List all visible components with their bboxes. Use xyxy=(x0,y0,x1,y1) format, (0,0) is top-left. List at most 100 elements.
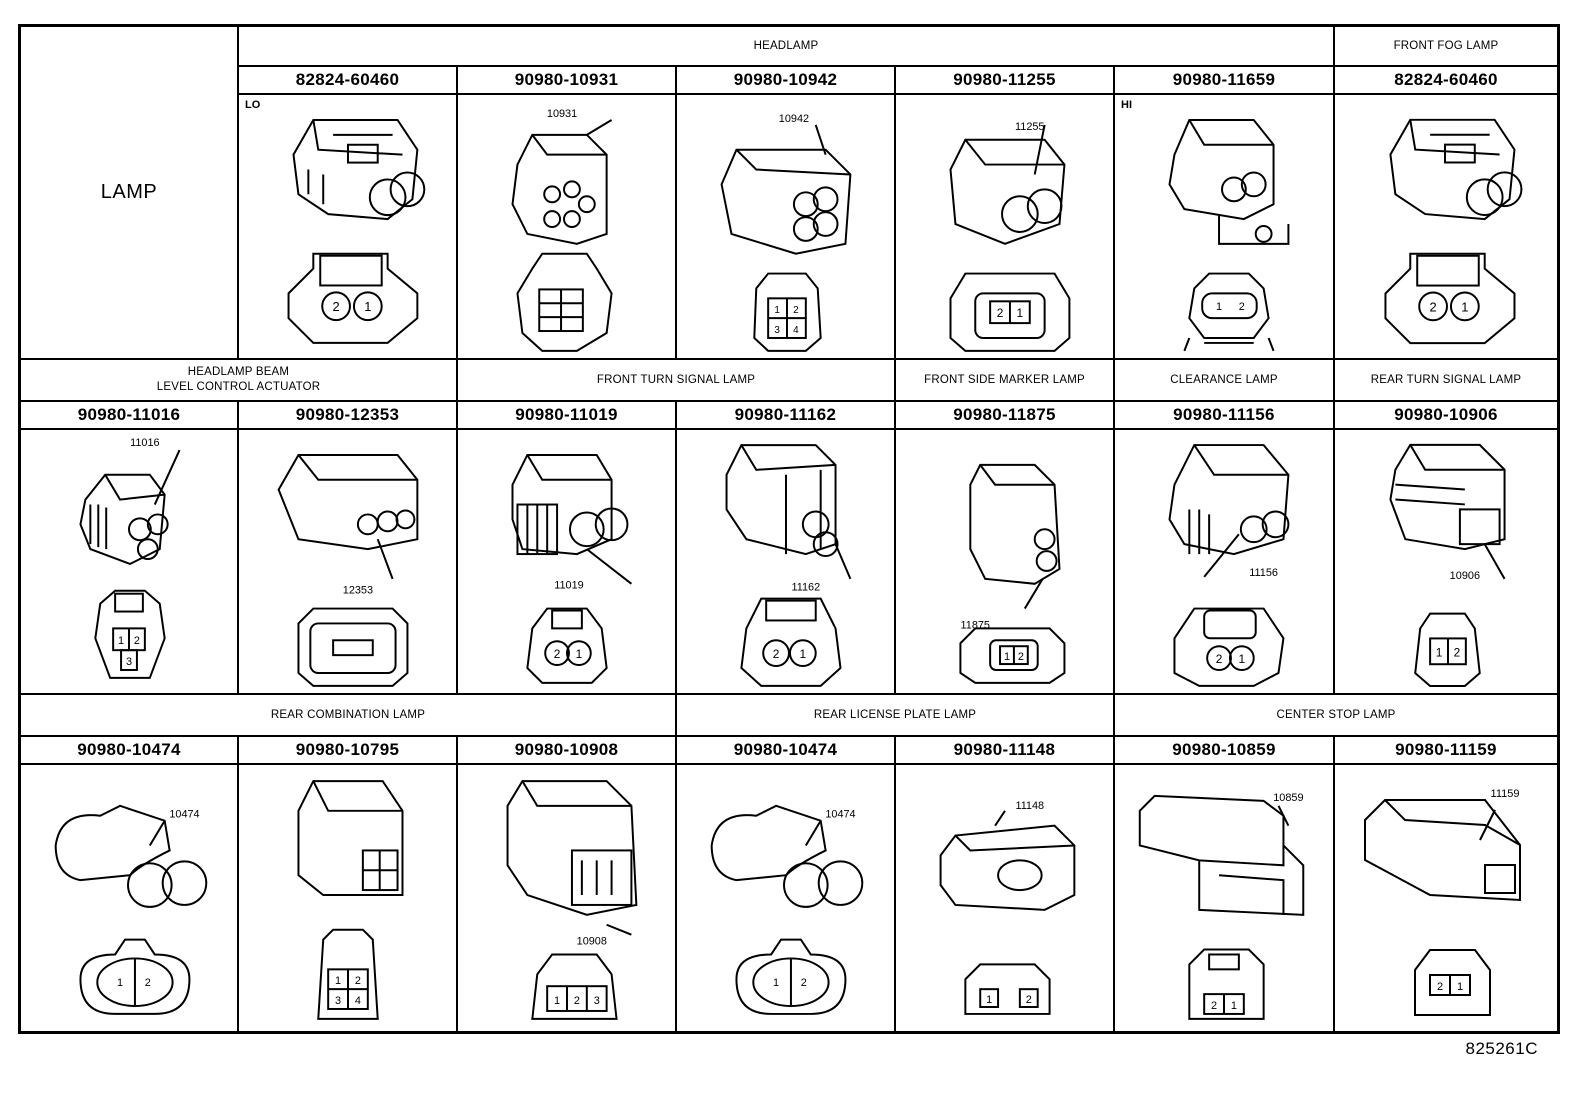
part-number-cell: 90980-11159 xyxy=(1335,737,1557,765)
part-number: 90980-11019 xyxy=(515,405,618,424)
pin-label: 2 xyxy=(1216,652,1223,666)
part-number-cell: 90980-10931 xyxy=(458,67,677,95)
group-rear-license-plate: REAR LICENSE PLATE LAMP xyxy=(677,695,1115,737)
connector-3pin-drawing: 10908 1 2 3 xyxy=(506,780,638,1020)
connector-2pin-drawing: 11019 2 1 xyxy=(511,453,633,684)
group-label: CENTER STOP LAMP xyxy=(1276,708,1396,721)
part-number: 90980-11255 xyxy=(953,70,1056,89)
part-number-cell: 90980-12353 xyxy=(239,402,458,430)
pin-label: 1 xyxy=(1436,645,1443,659)
pin-label: 1 xyxy=(117,977,123,989)
part-number: 90980-10474 xyxy=(77,740,181,759)
connector-illustration: 11016 1 2 3 xyxy=(21,430,239,695)
part-number: 90980-11162 xyxy=(734,405,837,424)
group-clearance: CLEARANCE LAMP xyxy=(1115,360,1335,402)
part-number: 90980-10908 xyxy=(514,740,619,759)
part-number: 82824-60460 xyxy=(295,70,400,89)
part-number-cell: 90980-11875 xyxy=(896,402,1115,430)
connector-2pin-drawing: 11156 2 1 xyxy=(1168,444,1290,687)
part-number: 90980-11016 xyxy=(77,405,181,424)
pin-label: 4 xyxy=(793,325,799,336)
pin-label: 3 xyxy=(774,325,780,336)
connector-illustration: 11875 1 2 xyxy=(896,430,1115,695)
pin-label: 2 xyxy=(333,299,340,314)
part-number-cell: 90980-10859 xyxy=(1115,737,1335,765)
connector-chart: LAMP HEADLAMP FRONT FOG LAMP 82824-60460… xyxy=(18,24,1560,1034)
connector-2pin-drawing: 11255 2 1 xyxy=(949,121,1071,352)
connector-illustration: 10906 1 2 xyxy=(1335,430,1557,695)
part-tag: 10942 xyxy=(779,113,809,125)
pin-label: 2 xyxy=(801,977,807,989)
hi-marker: HI xyxy=(1121,99,1132,111)
part-number: 90980-10859 xyxy=(1172,740,1276,759)
pin-label: 1 xyxy=(1017,306,1024,320)
pin-label: 1 xyxy=(986,994,992,1006)
lamp-title-cell: LAMP xyxy=(21,27,239,360)
connector-illustration: 11019 2 1 xyxy=(458,430,677,695)
group-center-stop: CENTER STOP LAMP xyxy=(1115,695,1557,737)
part-number: 90980-11148 xyxy=(953,740,1056,759)
pin-label: 1 xyxy=(1457,981,1463,993)
pin-label: 3 xyxy=(126,656,132,668)
pin-label: 2 xyxy=(355,975,361,987)
connector-illustration: 1 2 3 4 xyxy=(239,765,458,1031)
part-number: 90980-10942 xyxy=(733,70,838,89)
group-headlamp-label: HEADLAMP xyxy=(753,39,819,52)
connector-4pin-drawing: 10942 1 2 3 4 xyxy=(720,113,852,352)
pin-label: 1 xyxy=(800,647,807,661)
pin-label: 2 xyxy=(1437,981,1443,993)
part-number-cell: 90980-10474 xyxy=(677,737,896,765)
connector-2pin-drawing: 10906 1 2 xyxy=(1389,443,1506,688)
part-tag: 11156 xyxy=(1249,567,1278,579)
connector-2pin-drawing: 11159 2 1 xyxy=(1364,788,1521,1016)
connector-illustration: 10908 1 2 3 xyxy=(458,765,677,1031)
group-headlamp: HEADLAMP xyxy=(239,27,1335,67)
pin-label: 1 xyxy=(118,635,124,647)
part-tag: 11255 xyxy=(1015,121,1044,133)
pin-label: 1 xyxy=(1461,299,1468,314)
pin-label: 2 xyxy=(554,647,561,661)
pin-label: 2 xyxy=(997,306,1004,320)
part-number: 90980-10931 xyxy=(514,70,619,89)
connector-illustration: 11148 1 2 xyxy=(896,765,1115,1031)
connector-illustration: 10942 1 2 3 4 xyxy=(677,95,896,360)
connector-illustration: 2 1 xyxy=(1335,95,1557,360)
part-number: 90980-10474 xyxy=(733,740,838,759)
group-label: CLEARANCE LAMP xyxy=(1170,373,1278,386)
part-tag: 11162 xyxy=(792,582,821,594)
part-tag: 11148 xyxy=(1015,800,1044,812)
part-tag: 11875 xyxy=(961,619,990,631)
group-front-fog-lamp-label: FRONT FOG LAMP xyxy=(1393,39,1499,52)
pin-label: 2 xyxy=(145,977,151,989)
pin-label: 2 xyxy=(574,995,580,1007)
part-number-cell: 82824-60460 xyxy=(1335,67,1557,95)
connector-illustration: LO 2 1 xyxy=(239,95,458,360)
group-label: REAR LICENSE PLATE LAMP xyxy=(813,708,977,721)
part-number-cell: 90980-11659 xyxy=(1115,67,1335,95)
part-number-cell: 90980-11162 xyxy=(677,402,896,430)
connector-2pin-drawing: 10474 1 2 xyxy=(710,804,864,1015)
connector-illustration: 10931 xyxy=(458,95,677,360)
part-number-cell: 90980-11156 xyxy=(1115,402,1335,430)
connector-illustration: 12353 xyxy=(239,430,458,695)
part-number: 90980-12353 xyxy=(295,405,400,424)
part-number: 90980-11659 xyxy=(1172,70,1276,89)
pin-label: 1 xyxy=(773,977,779,989)
connector-3pin-drawing: 12353 xyxy=(277,453,419,687)
part-number: 82824-60460 xyxy=(1394,70,1498,89)
pin-label: 2 xyxy=(1211,1000,1217,1012)
part-tag: 10906 xyxy=(1450,570,1480,582)
connector-4pin-drawing: 1 2 3 4 xyxy=(297,780,404,1020)
pin-label: 3 xyxy=(594,995,600,1007)
connector-2pin-drawing: 11162 2 1 xyxy=(725,444,852,687)
pin-label: 1 xyxy=(1004,651,1010,663)
part-tag: 12353 xyxy=(343,585,373,597)
connector-2pin-drawing: 1 2 xyxy=(1168,118,1290,352)
group-label: FRONT SIDE MARKER LAMP xyxy=(924,373,1085,386)
pin-label: 2 xyxy=(1239,301,1245,313)
connector-illustration: 11255 2 1 xyxy=(896,95,1115,360)
part-number: 90980-11156 xyxy=(1173,405,1275,424)
connector-2pin-drawing: 2 1 xyxy=(287,118,426,344)
connector-2pin-drawing: 10859 2 1 xyxy=(1138,792,1305,1020)
group-label-line1: HEADLAMP BEAM xyxy=(187,366,290,378)
